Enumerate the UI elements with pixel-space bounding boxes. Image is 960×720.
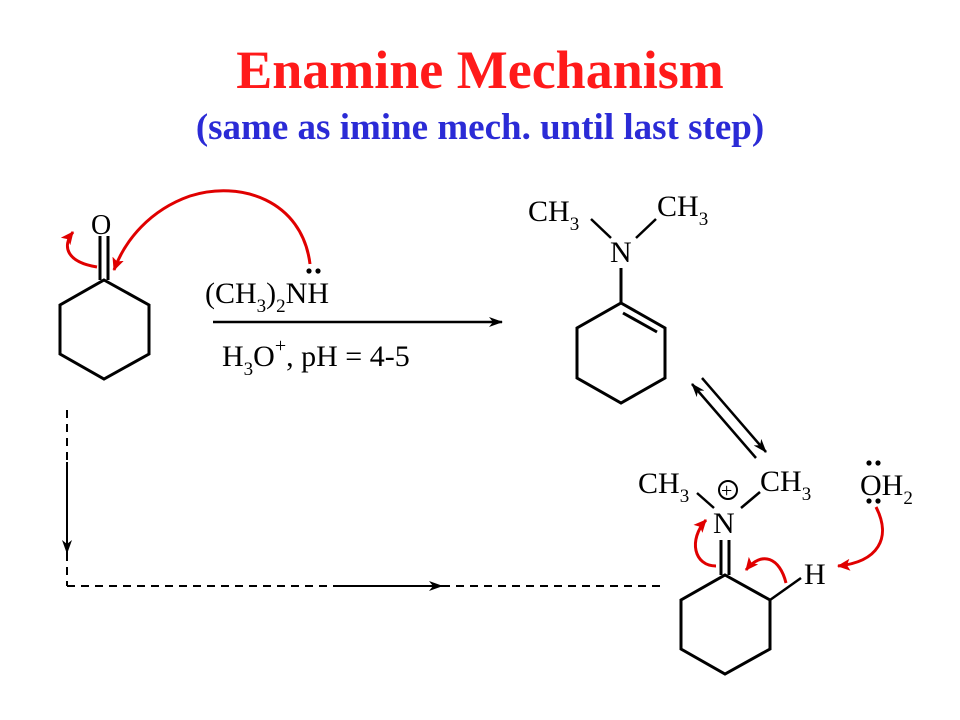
iminium-bond-n-ch3-right	[740, 491, 761, 509]
water-lone-pair-bottom-1	[866, 498, 872, 504]
iminium-ch3-left: CH	[638, 467, 680, 500]
water-deprotonation-arrow	[837, 506, 884, 571]
enamine-bond-n-ch3-right	[635, 218, 657, 239]
water-lone-pair-bottom-2	[875, 498, 881, 504]
conditions-plus: +	[275, 335, 286, 357]
svg-text:OH2: OH2	[860, 469, 913, 509]
iminium-ion: CH3 CH3 N + H	[638, 465, 826, 676]
enamine-ring	[575, 301, 667, 405]
water-hydrogen: H	[882, 469, 904, 502]
reagent-nh: NH	[286, 277, 329, 310]
enamine-product: CH3 CH3 N	[528, 190, 708, 405]
conditions-label: H3O+, pH = 4-5	[222, 335, 410, 380]
iminium-ring	[679, 573, 772, 676]
n-lone-pair-dot-1	[306, 268, 312, 274]
reagent-text-1: (CH	[205, 277, 257, 310]
alpha-ch-bond	[769, 576, 802, 602]
dashed-pathway	[62, 410, 660, 591]
water-oxygen: O	[860, 469, 882, 502]
equilibrium-arrow-up	[691, 383, 757, 459]
equilibrium-arrow-down	[701, 377, 767, 453]
page-title: Enamine Mechanism	[236, 40, 724, 100]
cyclohexanone: O	[58, 210, 151, 381]
conditions-sub-3: 3	[244, 359, 254, 380]
svg-text:CH3: CH3	[657, 190, 708, 230]
water-lone-pair-top-2	[875, 460, 881, 466]
equilibrium-arrows	[691, 377, 767, 459]
iminium-ch3-right-sub: 3	[802, 484, 812, 505]
cyclohexanone-ring	[58, 278, 151, 381]
enamine-nitrogen: N	[610, 236, 632, 269]
svg-text:CH3: CH3	[760, 465, 811, 505]
water-molecule: OH2	[860, 460, 913, 509]
enamine-ch3-right: CH	[657, 190, 699, 223]
iminium-ch3-left-sub: 3	[680, 486, 690, 507]
enamine-ch3-left-sub: 3	[570, 214, 580, 235]
water-lone-pair-top-1	[866, 460, 872, 466]
svg-text:H3O+, pH = 4-5: H3O+, pH = 4-5	[222, 335, 410, 380]
enamine-ch3-left: CH	[528, 195, 570, 228]
svg-text:CH3: CH3	[638, 467, 689, 507]
n-lone-pair-dot-2	[315, 268, 321, 274]
iminium-bond-n-ch3-left	[696, 492, 715, 509]
reagent-sub-3: 3	[257, 296, 267, 317]
ch-bond-arrow	[744, 556, 788, 584]
enamine-ch3-right-sub: 3	[699, 209, 709, 230]
svg-text:(CH3)2NH: (CH3)2NH	[205, 277, 329, 317]
enamine-double-bond	[622, 311, 658, 334]
reagent-sub-2: 2	[276, 296, 286, 317]
reagent-text-2: )	[266, 277, 276, 310]
iminium-ch3-right: CH	[760, 465, 802, 498]
ketone-oxygen: O	[91, 210, 111, 241]
svg-text:CH3: CH3	[528, 195, 579, 235]
positive-charge-circle	[718, 480, 738, 500]
positive-charge-sign: +	[721, 480, 732, 502]
pi-to-n-arrow	[693, 518, 717, 568]
conditions-ph: , pH = 4-5	[286, 340, 410, 373]
alpha-hydrogen: H	[804, 558, 826, 591]
water-h-sub: 2	[903, 488, 913, 509]
amine-attack-arrow	[112, 189, 312, 271]
conditions-o: O	[253, 340, 275, 373]
ketone-pi-arrow	[60, 231, 98, 269]
page-subtitle: (same as imine mech. until last step)	[195, 107, 765, 148]
conditions-h: H	[222, 340, 244, 373]
enamine-bond-n-ch3-left	[590, 218, 612, 239]
reagent-label: (CH3)2NH	[205, 268, 329, 317]
iminium-nitrogen: N	[713, 507, 735, 540]
